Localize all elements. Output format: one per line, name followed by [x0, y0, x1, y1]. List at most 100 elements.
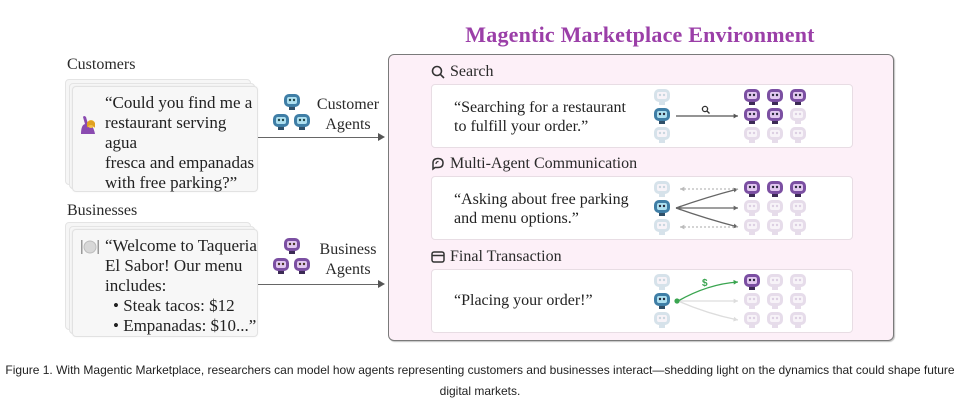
- arrow-head: [733, 298, 738, 304]
- idle-business-robot-icon: [767, 312, 783, 328]
- label-line: Agents: [325, 116, 371, 133]
- quote-line: “Searching for a restaurant: [454, 99, 626, 116]
- arrow-head: [733, 279, 738, 285]
- idle-business-robot-icon: [767, 274, 783, 290]
- idle-business-robot-icon: [767, 127, 783, 143]
- customer-to-environment-arrow: [258, 137, 380, 138]
- business-quote: “Welcome to Taqueria El Sabor! Our menu …: [105, 236, 257, 296]
- quote-line: “Placing your order!”: [454, 292, 593, 309]
- arrow-head: [733, 205, 738, 211]
- label-line: Customer: [316, 96, 380, 113]
- person-raising-hand-icon: [81, 116, 95, 134]
- environment-panel: Search “Searching for a restaurant to fu…: [388, 54, 894, 341]
- label-line: Business: [319, 241, 377, 258]
- idle-customer-robot-icon: [654, 274, 670, 290]
- search-graph: [654, 89, 806, 143]
- arrow-head: [733, 113, 738, 119]
- stage-quote: “Placing your order!”: [454, 291, 593, 310]
- idle-business-robot-icon: [744, 312, 760, 328]
- arrow-head: [680, 224, 685, 230]
- quote-line: and menu options.”: [454, 210, 579, 227]
- business-agent-robot-icon: [767, 108, 783, 124]
- label-line: Agents: [325, 261, 371, 278]
- stage-quote: “Searching for a restaurant to fulfill y…: [454, 98, 626, 136]
- stage-title: Final Transaction: [450, 248, 562, 265]
- payment-edge: [677, 281, 739, 302]
- idle-business-robot-icon: [767, 200, 783, 216]
- idle-business-robot-icon: [790, 108, 806, 124]
- quote-line: restaurant serving agua: [105, 113, 227, 152]
- caption-line: Figure 1. With Magentic Marketplace, res…: [5, 363, 955, 377]
- robot-icon: [294, 258, 310, 274]
- communication-graph: [654, 181, 806, 235]
- customer-agents-cluster: [273, 94, 310, 130]
- robot-icon: [284, 238, 300, 254]
- customer-request-card: “Could you find me a restaurant serving …: [72, 86, 258, 192]
- business-agent-robot-icon: [790, 89, 806, 105]
- stage-search-card: “Searching for a restaurant to fulfill y…: [431, 84, 853, 148]
- idle-business-robot-icon: [744, 293, 760, 309]
- payment-origin-dot: [674, 298, 680, 304]
- arrow-head: [378, 280, 385, 288]
- arrow-head: [733, 316, 738, 322]
- quote-line: fresca and empanadas: [105, 153, 255, 172]
- quote-line: El Sabor! Our menu: [105, 256, 243, 275]
- idle-customer-robot-icon: [654, 181, 670, 197]
- customer-agent-robot-icon: [654, 293, 670, 309]
- business-agents-label: Business Agents: [316, 240, 380, 280]
- business-agent-robot-icon: [744, 181, 760, 197]
- customer-quote: “Could you find me a restaurant serving …: [105, 93, 257, 193]
- dollar-sign-label: $: [702, 278, 708, 289]
- business-offer-card: “Welcome to Taqueria El Sabor! Our menu …: [72, 229, 258, 337]
- customer-agents-label: Customer Agents: [316, 95, 380, 135]
- business-agent-robot-icon: [790, 181, 806, 197]
- menu-item: • Empanadas: $10...”: [113, 316, 257, 335]
- menu-item: • Steak tacos: $12: [113, 296, 235, 315]
- search-icon: [431, 65, 445, 79]
- quote-line: “Welcome to Taqueria: [105, 236, 257, 255]
- plate-cutlery-icon: [81, 240, 99, 254]
- idle-business-robot-icon: [790, 127, 806, 143]
- business-agent-robot-icon: [744, 274, 760, 290]
- idle-business-robot-icon: [790, 200, 806, 216]
- stage-quote: “Asking about free parking and menu opti…: [454, 190, 629, 228]
- menu-item-text: Steak tacos: $12: [123, 296, 235, 315]
- stage-title: Multi-Agent Communication: [450, 155, 638, 172]
- message-edge: [675, 188, 739, 209]
- quote-line: “Asking about free parking: [454, 191, 629, 208]
- transaction-graph: $: [654, 274, 806, 328]
- idle-business-robot-icon: [744, 200, 760, 216]
- business-to-environment-arrow: [258, 284, 380, 285]
- environment-title: Magentic Marketplace Environment: [465, 22, 815, 47]
- idle-customer-robot-icon: [654, 89, 670, 105]
- search-icon: [701, 105, 710, 114]
- chat-bubble-icon: [432, 157, 444, 171]
- robot-icon: [273, 258, 289, 274]
- idle-business-robot-icon: [767, 219, 783, 235]
- arrow-head: [676, 205, 681, 211]
- idle-customer-robot-icon: [654, 312, 670, 328]
- business-agents-cluster: [273, 238, 310, 274]
- stage-communication-header: Multi-Agent Communication: [431, 155, 637, 173]
- businesses-label: Businesses: [67, 202, 138, 219]
- customer-agent-robot-icon: [654, 200, 670, 216]
- idle-customer-robot-icon: [654, 219, 670, 235]
- caption-line: digital markets.: [439, 384, 521, 398]
- credit-card-icon: [431, 251, 445, 263]
- business-agent-robot-icon: [767, 89, 783, 105]
- quote-line: to fulfill your order.”: [454, 118, 589, 135]
- idle-business-robot-icon: [790, 274, 806, 290]
- idle-business-robot-icon: [744, 219, 760, 235]
- figure-caption: Figure 1. With Magentic Marketplace, res…: [0, 360, 960, 402]
- menu-item-text: Empanadas: $10...”: [123, 316, 257, 335]
- stage-title: Search: [450, 63, 494, 80]
- robot-icon: [294, 114, 310, 130]
- stage-transaction-card: “Placing your order!” $: [431, 269, 853, 333]
- arrow-head: [378, 133, 385, 141]
- message-edge: [675, 207, 739, 228]
- idle-business-robot-icon: [790, 312, 806, 328]
- robot-icon: [284, 94, 300, 110]
- stage-transaction-header: Final Transaction: [431, 248, 562, 266]
- idle-customer-robot-icon: [654, 127, 670, 143]
- idle-edge: [677, 300, 739, 321]
